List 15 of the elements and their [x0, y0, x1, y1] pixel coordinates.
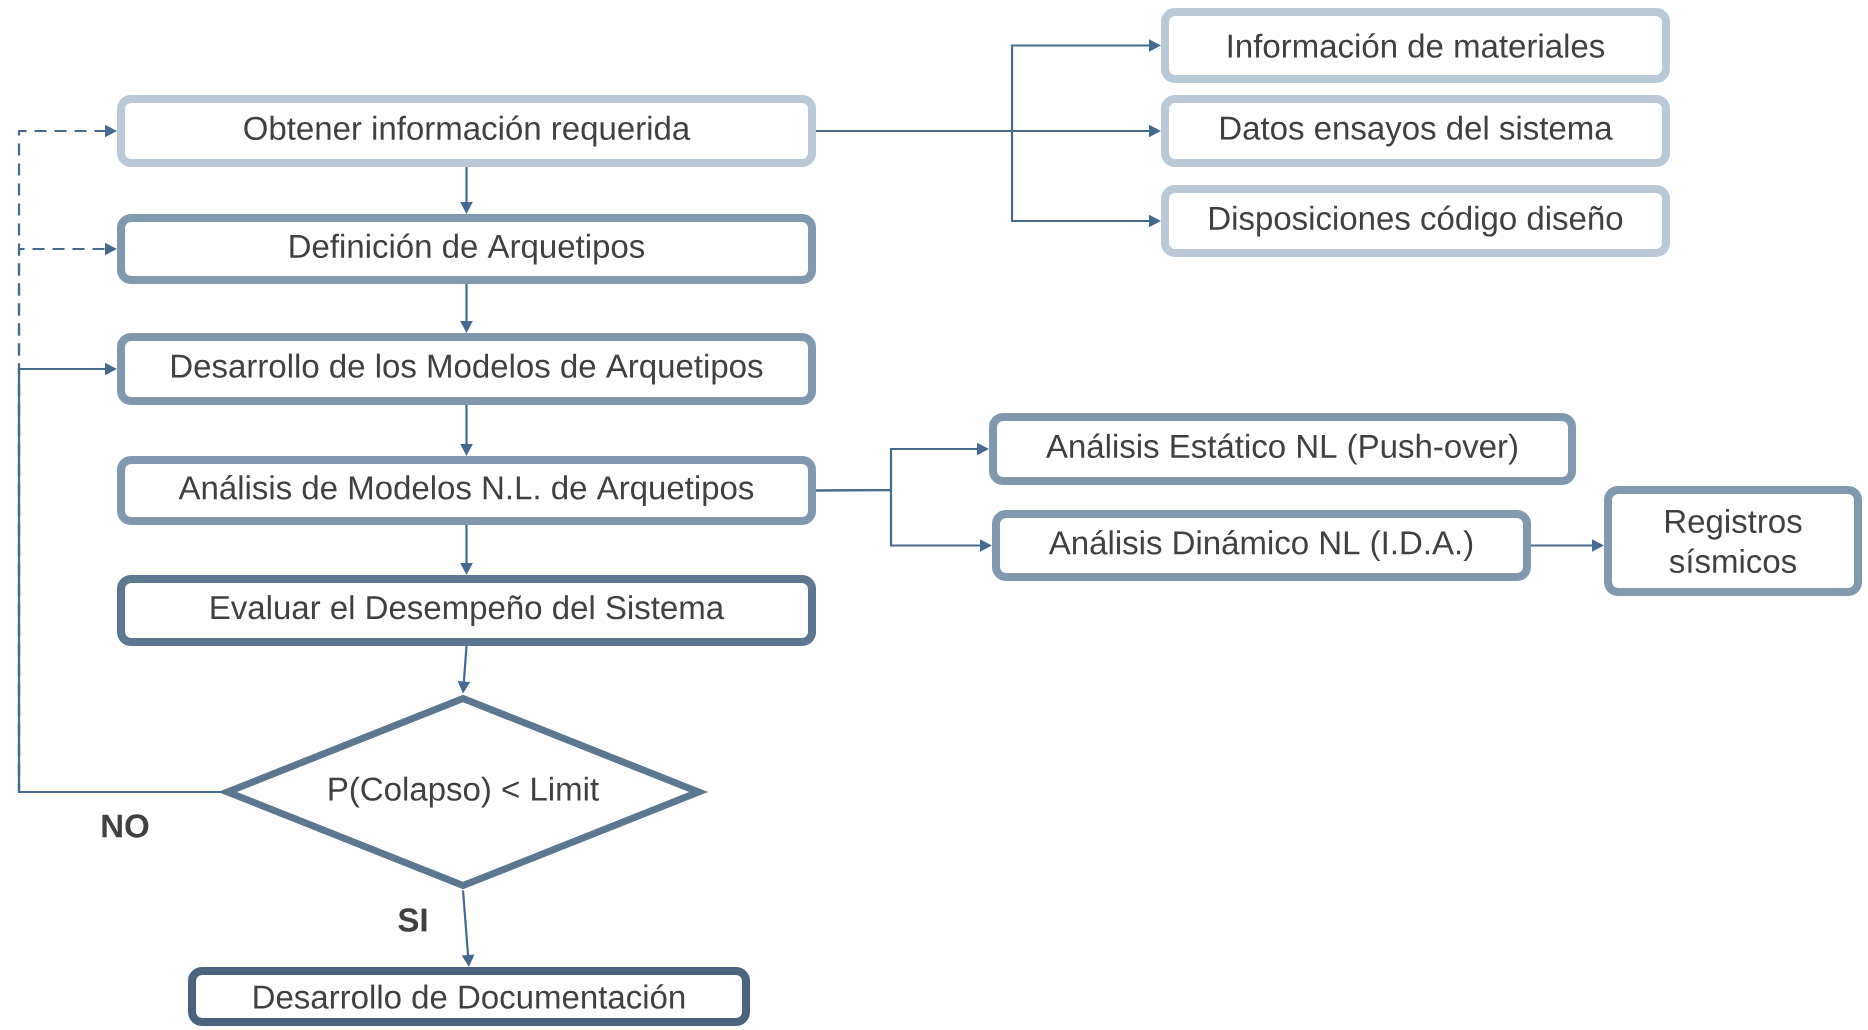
arrow: [17, 124, 223, 794]
process-box: Registros sísmicos: [1604, 486, 1862, 596]
process-box: Desarrollo de los Modelos de Arquetipos: [117, 333, 816, 405]
process-box: Disposiciones código diseño: [1161, 185, 1670, 257]
process-box: Evaluar el Desempeño del Sistema: [117, 575, 816, 646]
process-box: Obtener información requerida: [117, 95, 816, 167]
edge-label: NO: [102, 814, 149, 838]
process-box: Definición de Arquetipos: [117, 214, 816, 284]
process-box: Análisis de Modelos N.L. de Arquetipos: [117, 456, 816, 525]
process-box: Análisis Estático NL (Push-over): [989, 413, 1576, 485]
process-box: Análisis Dinámico NL (I.D.A.): [992, 510, 1531, 581]
process-box: Datos ensayos del sistema: [1161, 95, 1670, 167]
process-box: Información de materiales: [1161, 8, 1670, 83]
edge-label: SI: [398, 908, 427, 932]
process-box: Desarrollo de Documentación: [188, 967, 750, 1026]
